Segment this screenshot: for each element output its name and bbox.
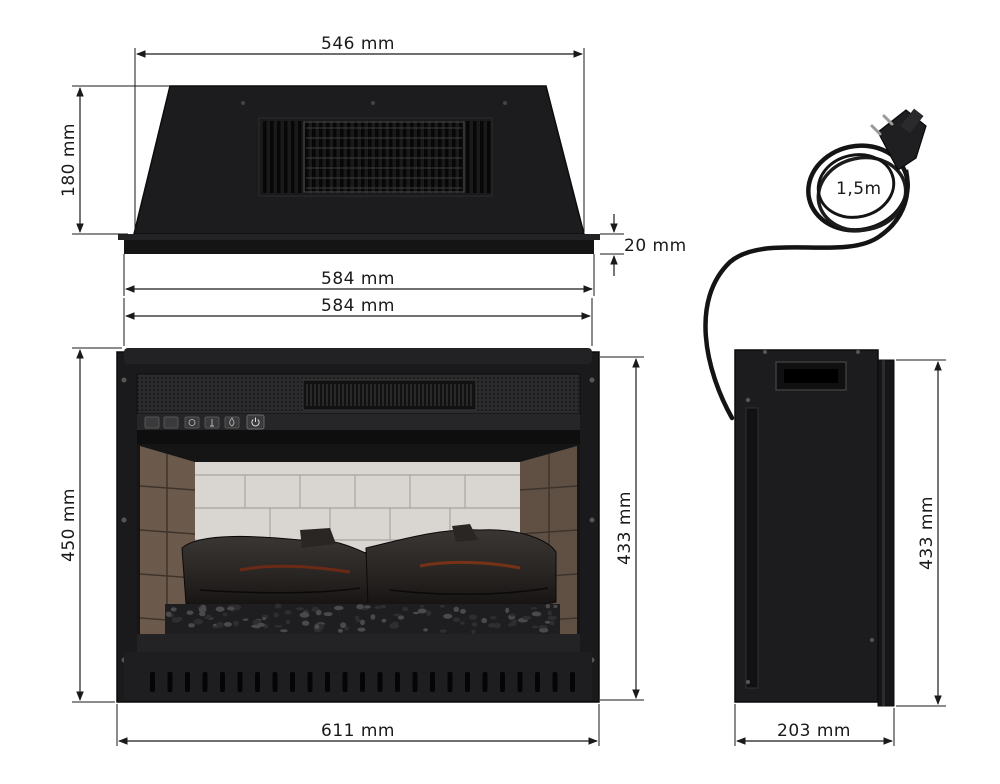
dim-top-width: 546 mm bbox=[134, 34, 585, 232]
dim-top-height: 180 mm bbox=[59, 85, 170, 235]
label-front-outer-width: 611 mm bbox=[321, 721, 395, 741]
control-button-1 bbox=[144, 416, 160, 429]
side-rail bbox=[745, 407, 759, 689]
dim-front-outer-width: 611 mm bbox=[116, 704, 600, 746]
dim-front-inner-height: 433 mm bbox=[600, 356, 644, 701]
dim-front-inner-width: 584 mm bbox=[123, 296, 593, 346]
label-cable-length: 1,5m bbox=[836, 179, 882, 199]
dim-side-height: 433 mm bbox=[896, 359, 946, 707]
heater-outlet bbox=[302, 379, 477, 411]
firebox bbox=[137, 430, 580, 650]
timer-button bbox=[184, 416, 200, 429]
power-icon bbox=[251, 417, 260, 427]
heat-icon bbox=[210, 419, 214, 427]
label-side-depth: 203 mm bbox=[777, 721, 851, 741]
logs bbox=[181, 524, 557, 610]
flame-icon bbox=[229, 417, 235, 427]
label-top-base-width: 584 mm bbox=[321, 269, 395, 289]
label-front-height: 450 mm bbox=[59, 488, 79, 562]
label-top-width: 546 mm bbox=[321, 34, 395, 54]
plug-icon bbox=[870, 108, 927, 171]
side-view bbox=[734, 349, 895, 707]
control-panel bbox=[144, 414, 265, 430]
label-front-inner-width: 584 mm bbox=[321, 296, 395, 316]
label-flange: 20 mm bbox=[624, 236, 687, 256]
label-top-height: 180 mm bbox=[59, 123, 79, 197]
dim-front-height: 450 mm bbox=[59, 347, 122, 703]
timer-icon bbox=[188, 419, 196, 426]
power-cable: 1,5m bbox=[703, 108, 927, 421]
label-front-inner-height: 433 mm bbox=[615, 491, 635, 565]
dim-flange: 20 mm bbox=[600, 214, 687, 276]
dim-side-depth: 203 mm bbox=[734, 704, 895, 746]
dim-top-base-width: 584 mm bbox=[123, 254, 595, 296]
front-view bbox=[116, 348, 600, 703]
label-side-height: 433 mm bbox=[917, 496, 937, 570]
side-flange bbox=[877, 359, 895, 707]
top-view bbox=[118, 85, 600, 254]
flame-button bbox=[224, 416, 240, 429]
control-button-2 bbox=[163, 416, 179, 429]
